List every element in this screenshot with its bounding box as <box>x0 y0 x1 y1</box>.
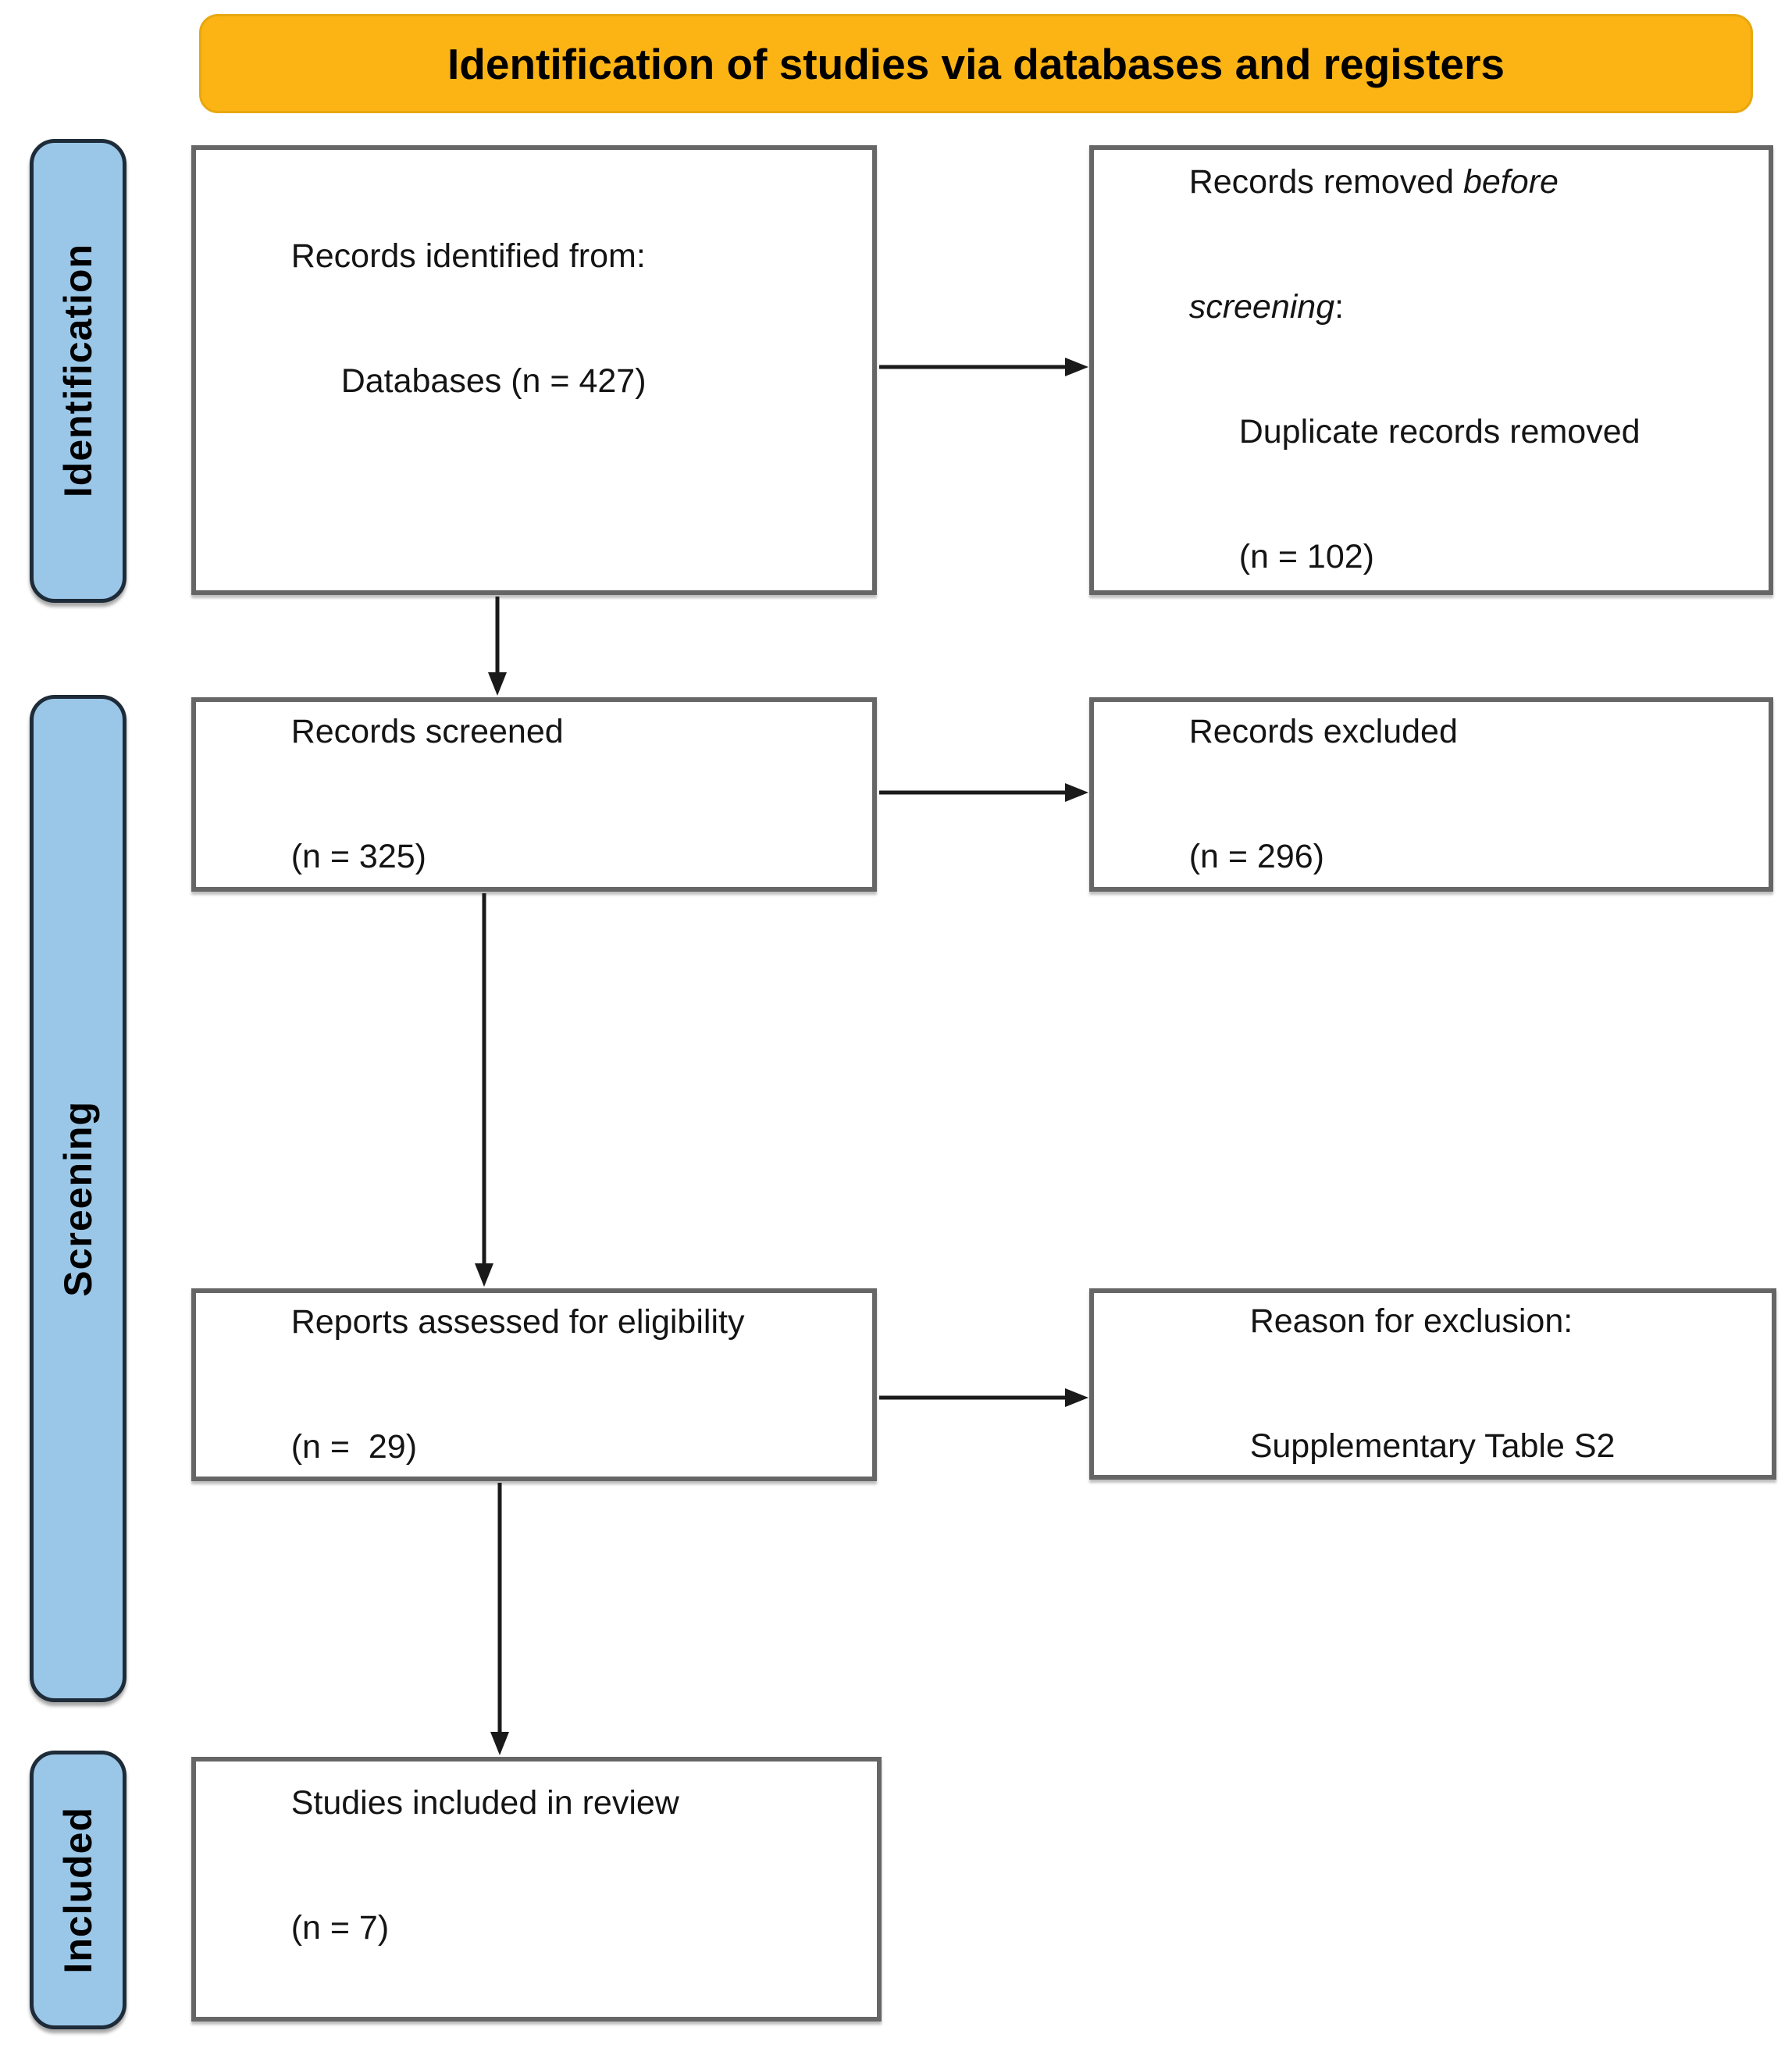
banner-title: Identification of studies via databases … <box>199 14 1753 113</box>
box-text-line: Duplicate records removed <box>1183 370 1641 495</box>
box-records-removed-before-screening: Records removed before screening: Duplic… <box>1089 145 1773 595</box>
text-run: (n = 7) <box>290 1908 390 1947</box>
arrow-screened-to-excluded <box>879 783 1088 802</box>
box-reports-assessed: Reports assessed for eligibility (n = 29… <box>191 1288 877 1481</box>
banner-title-label: Identification of studies via databases … <box>447 39 1505 88</box>
text-run: Records excluded <box>1188 712 1458 750</box>
box-text-line: Supplementary Table S2 <box>1194 1384 1616 1509</box>
box-text-line: (n = 102) <box>1183 495 1374 620</box>
stage-tab-label: Identification <box>56 244 100 498</box>
box-text-line: Databases (n = 427) <box>285 319 647 444</box>
arrow-assessed-to-reason <box>879 1388 1088 1407</box>
box-text-line: (n = 325) <box>235 795 426 920</box>
box-text-line: Studies included in review <box>235 1741 679 1866</box>
box-text-line: Records screened <box>235 670 564 795</box>
text-run: (n = 29) <box>290 1427 418 1466</box>
text-run: Records identified from: <box>290 237 646 276</box>
stage-tab-label: Included <box>56 1806 100 1974</box>
text-run: Databases (n = 427) <box>340 362 647 401</box>
arrow-screened-to-assessed <box>475 893 493 1287</box>
box-text-line: Reason for exclusion: <box>1194 1259 1573 1384</box>
text-run-italic: screening <box>1188 288 1335 326</box>
box-records-screened: Records screened (n = 325) <box>191 697 877 892</box>
box-text-line: Records identified from: <box>235 194 646 319</box>
text-run: (n = 296) <box>1188 837 1324 875</box>
box-text-line: (n = 29) <box>235 1385 417 1510</box>
box-text-line: Records removed before <box>1133 120 1559 245</box>
text-run: Records removed <box>1188 163 1463 201</box>
box-text-line: (n = 296) <box>1133 795 1324 920</box>
arrow-assessed-to-included <box>490 1483 509 1755</box>
text-run: Supplementary Table S2 <box>1249 1427 1616 1465</box>
text-run: Duplicate records removed <box>1238 413 1641 451</box>
text-run-italic: before <box>1463 163 1559 201</box>
box-studies-included: Studies included in review (n = 7) <box>191 1757 882 2022</box>
box-text-line: screening: <box>1133 245 1344 370</box>
box-text-line: (n = 7) <box>235 1866 389 1991</box>
text-run: Studies included in review <box>290 1783 679 1822</box>
box-text-line: Reports assessed for eligibility <box>235 1260 745 1385</box>
stage-tab-label: Screening <box>56 1100 100 1297</box>
stage-tab-screening: Screening <box>30 695 126 1702</box>
text-run: (n = 102) <box>1238 538 1374 576</box>
box-records-excluded: Records excluded (n = 296) <box>1089 697 1773 892</box>
box-records-identified: Records identified from: Databases (n = … <box>191 145 877 595</box>
text-run: Records screened <box>290 712 564 750</box>
arrow-identified-to-removed <box>879 358 1088 376</box>
stage-tab-identification: Identification <box>30 139 126 603</box>
stage-tab-included: Included <box>30 1751 126 2029</box>
text-run: (n = 325) <box>290 837 426 875</box>
text-run: : <box>1334 288 1345 326</box>
text-run: Reason for exclusion: <box>1249 1302 1573 1340</box>
box-reason-for-exclusion: Reason for exclusion: Supplementary Tabl… <box>1089 1288 1776 1480</box>
text-run: Reports assessed for eligibility <box>290 1302 745 1341</box>
box-text-line: Records excluded <box>1133 670 1458 795</box>
arrow-identified-to-screened <box>488 597 507 696</box>
